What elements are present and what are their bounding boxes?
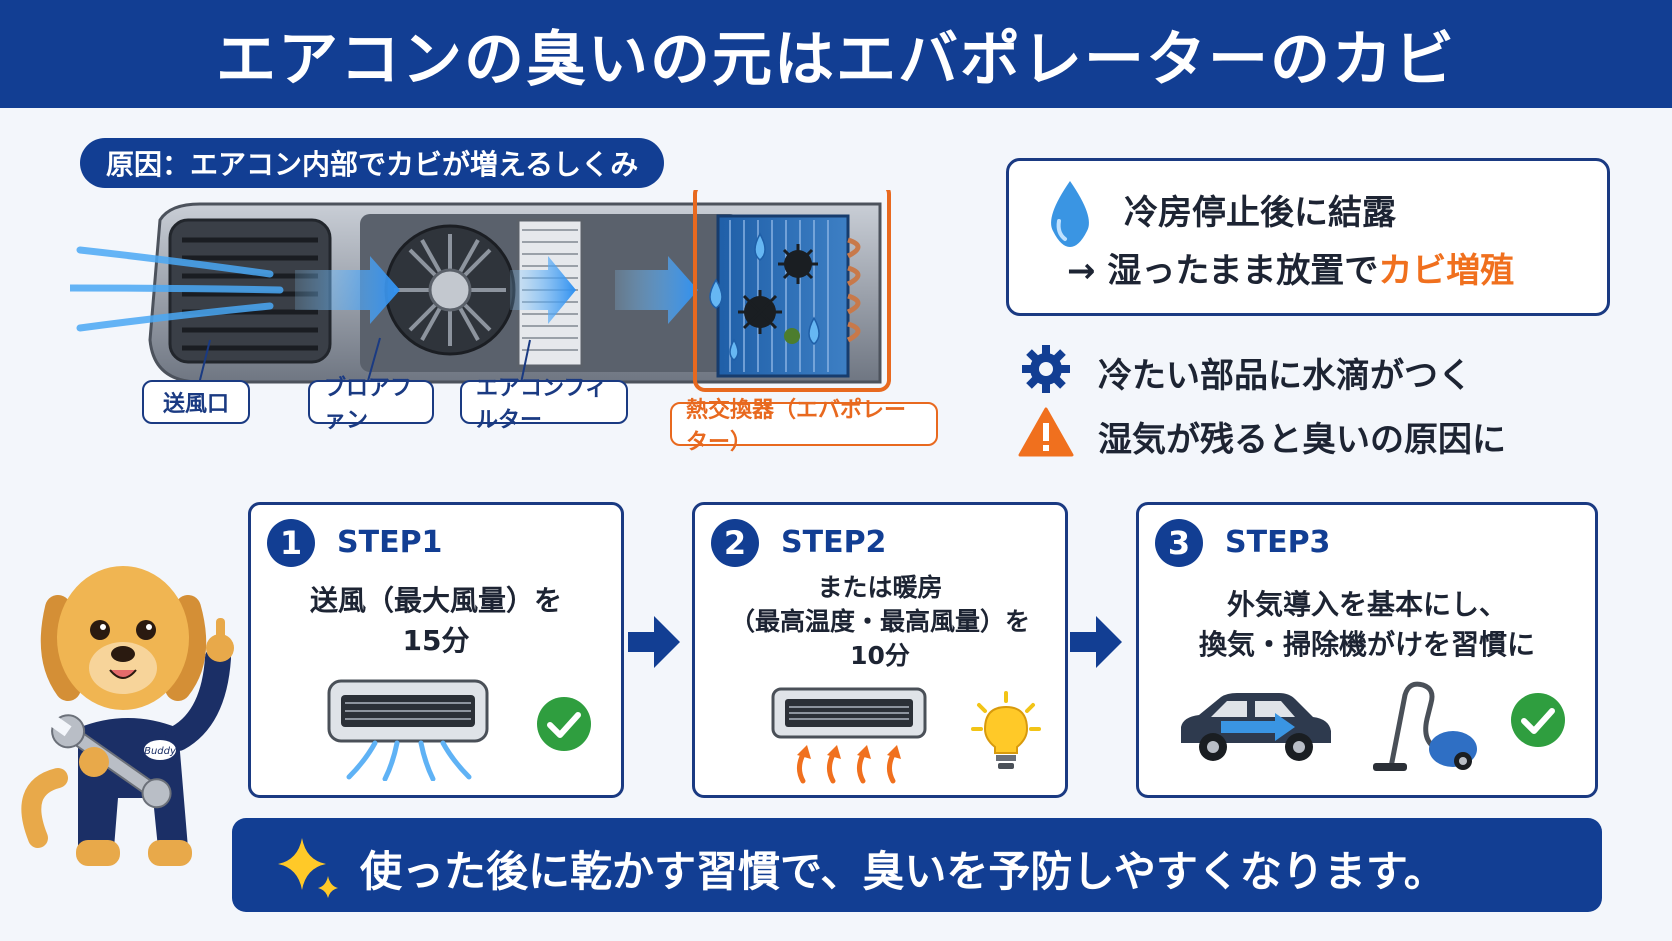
label-aircon-filter: エアコンフィルター bbox=[460, 376, 628, 433]
sparkle-icon bbox=[278, 838, 338, 898]
label-evaporator: 熱交換器（エバポレーター） bbox=[670, 398, 938, 455]
dog-mechanic-mascot: Buddy bbox=[21, 566, 234, 866]
step-2-line-2: （最高温度・最高風量）を bbox=[729, 607, 1030, 636]
mold-growth-text: → 湿ったまま放置でカビ増殖 bbox=[1067, 243, 1514, 292]
step-card-2: 2 STEP2 または暖房 （最高温度・最高風量）を 10分 bbox=[692, 502, 1068, 798]
step-number-3: 3 bbox=[1155, 519, 1203, 567]
arrow-right-icon bbox=[628, 616, 680, 668]
header-bar: エアコンの臭いの元はエバポレーターのカビ bbox=[0, 0, 1672, 108]
bullet-humidity: 湿気が残ると臭いの原因に bbox=[1098, 420, 1506, 460]
step-1-line-2: 15分 bbox=[402, 624, 470, 657]
bullet-cold-parts: 冷たい部品に水滴がつく bbox=[1098, 356, 1472, 396]
heater-vent-icon bbox=[771, 687, 927, 784]
aircon-unit-illustration bbox=[66, 182, 891, 392]
arrow-right-icon bbox=[1070, 616, 1122, 668]
light-bulb-icon bbox=[971, 691, 1041, 769]
step-number-1: 1 bbox=[267, 519, 315, 567]
vacuum-cleaner-icon bbox=[1373, 681, 1477, 771]
condensation-text: 冷房停止後に結露 bbox=[1124, 193, 1396, 233]
mascot-badge: Buddy bbox=[144, 746, 177, 757]
water-drop-icon bbox=[1051, 181, 1089, 247]
step-2-line-3: 10分 bbox=[850, 641, 910, 670]
label-blower-fan: ブロアファン bbox=[308, 376, 434, 433]
step-label-2: STEP2 bbox=[781, 525, 887, 560]
step-2-line-1: または暖房 bbox=[817, 573, 943, 602]
step-number-2: 2 bbox=[711, 519, 759, 567]
condensation-info-box: 冷房停止後に結露 → 湿ったまま放置でカビ増殖 bbox=[1006, 158, 1610, 316]
car-ventilation-icon bbox=[1181, 693, 1331, 761]
step-card-1: 1 STEP1 送風（最大風量）を 15分 bbox=[248, 502, 624, 798]
page-title: エアコンの臭いの元はエバポレーターのカビ bbox=[216, 24, 1456, 95]
step-3-line-2: 換気・掃除機がけを習慣に bbox=[1198, 628, 1535, 661]
step-card-3: 3 STEP3 外気導入を基本にし、 換気・掃除機がけを習慣に bbox=[1136, 502, 1598, 798]
step-label-3: STEP3 bbox=[1225, 525, 1331, 560]
air-vent-blowing-icon bbox=[327, 679, 489, 781]
tip-banner: 使った後に乾かす習慣で、臭いを予防しやすくなります。 bbox=[232, 818, 1602, 912]
step-1-line-1: 送風（最大風量）を bbox=[309, 584, 562, 617]
mold-growth-highlight: カビ増殖 bbox=[1378, 251, 1515, 291]
check-icon bbox=[1511, 693, 1565, 747]
step-label-1: STEP1 bbox=[337, 525, 443, 560]
label-vent: 送風口 bbox=[142, 380, 250, 424]
check-icon bbox=[537, 697, 591, 751]
step-3-line-1: 外気導入を基本にし、 bbox=[1226, 588, 1507, 621]
warning-icon bbox=[1018, 407, 1074, 457]
mold-growth-prefix: → 湿ったまま放置で bbox=[1067, 251, 1379, 291]
cause-heading: 原因：エアコン内部でカビが増えるしくみ bbox=[80, 138, 665, 188]
gear-icon bbox=[1022, 345, 1070, 393]
aircon-diagram: 送風口 ブロアファン エアコンフィルター 熱交換器（エバポレーター） bbox=[66, 182, 970, 480]
tip-banner-text: 使った後に乾かす習慣で、臭いを予防しやすくなります。 bbox=[360, 847, 1446, 896]
